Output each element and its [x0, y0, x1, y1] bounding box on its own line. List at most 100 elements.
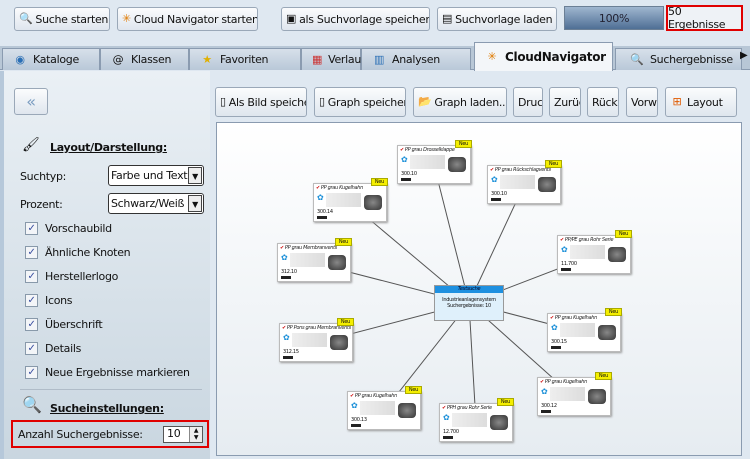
- back-button[interactable]: Zurück: [549, 87, 581, 117]
- manufacturer-logo-icon: ✿: [541, 387, 548, 396]
- suchtyp-label: Suchtyp:: [20, 170, 67, 183]
- tab-klassen[interactable]: @Klassen: [100, 48, 189, 70]
- tab-label: Verlauf: [328, 53, 365, 66]
- result-node[interactable]: PP grau Kugelhahn ✿ 300.13 Neu: [347, 386, 422, 430]
- part-preview-image: [328, 255, 346, 270]
- checkbox-label: Neue Ergebnisse markieren: [45, 366, 190, 379]
- print-button[interactable]: Drucken: [513, 87, 543, 117]
- result-node[interactable]: PP grau Rückschlagventil ✿ 300.10 Neu: [487, 160, 562, 204]
- manufacturer-logo-icon: ✿: [491, 175, 498, 184]
- part-preview-image: [598, 325, 616, 340]
- checkbox-label: Herstellerlogo: [45, 270, 119, 283]
- calendar-icon: ▦: [312, 52, 323, 66]
- new-badge: Neu: [544, 160, 562, 168]
- count-stepper[interactable]: 10▲▼: [163, 426, 203, 443]
- new-badge: Neu: [370, 178, 388, 186]
- new-badge: Neu: [594, 372, 612, 380]
- layout-heading: Layout/Darstellung:: [50, 141, 167, 154]
- part-preview-image: [608, 247, 626, 262]
- chevron-down-icon: ▼: [188, 195, 202, 212]
- part-preview-image: [490, 415, 508, 430]
- prozent-select[interactable]: Schwarz/Weiß▼: [108, 193, 204, 214]
- node-bar: [401, 178, 411, 181]
- suchtyp-select[interactable]: Farbe und Text▼: [108, 165, 204, 186]
- prozent-value: Schwarz/Weiß: [111, 197, 185, 210]
- node-title: PP grau Kugelhahn: [314, 184, 386, 192]
- result-node[interactable]: PP/PE grau Rohr Serie ✿ 11.700 Neu: [557, 230, 632, 274]
- save-template-button[interactable]: ▣als Suchvorlage speichern: [281, 7, 430, 31]
- checkbox-details[interactable]: ✓Details: [25, 342, 81, 355]
- undo-label: Rückgängig: [592, 95, 618, 109]
- node-number: 300.15: [551, 339, 567, 345]
- results-count: 50 Ergebnisse: [666, 5, 743, 31]
- result-node[interactable]: PP grau Drosselklappe ✿ 300.10 Neu: [397, 140, 472, 184]
- load-template-button[interactable]: ▤Suchvorlage laden: [437, 7, 557, 31]
- load-graph-label: Graph laden...: [434, 95, 507, 109]
- network-icon: ✳: [487, 50, 497, 63]
- checkbox-neue-ergebnisse[interactable]: ✓ Neue Ergebnisse markieren: [25, 366, 190, 379]
- image-icon: ▯: [220, 95, 226, 108]
- tab-verlauf[interactable]: ▦ Verlauf: [301, 48, 365, 70]
- collapse-panel-button[interactable]: «: [14, 88, 48, 115]
- node-bar: [561, 268, 571, 271]
- center-node-title: Textsuche: [435, 286, 503, 293]
- checkbox-herstellerlogo[interactable]: ✓Herstellerlogo: [25, 270, 118, 283]
- save-as-image-button[interactable]: ▯Als Bild speichern: [215, 87, 307, 117]
- node-title: PPH grau Rohr Serie: [440, 404, 512, 412]
- node-number: 312.15: [283, 349, 299, 355]
- node-bar: [317, 216, 327, 219]
- layout-button[interactable]: ⊞ Layout: [665, 87, 737, 117]
- node-number: 300.12: [541, 403, 557, 409]
- cloud-navigator-start-button[interactable]: ✳Cloud Navigator starten: [117, 7, 258, 31]
- manufacturer-logo-icon: ✿: [351, 401, 358, 410]
- node-details: [410, 155, 445, 169]
- node-title: PP grau Membranventil: [278, 244, 350, 252]
- node-title: PP grau Kugelhahn: [548, 314, 620, 322]
- tab-scroll-right-icon[interactable]: ▶: [740, 50, 748, 61]
- node-number: 312.10: [281, 269, 297, 275]
- result-node[interactable]: PP grau Kugelhahn ✿ 300.15 Neu: [547, 308, 622, 352]
- new-badge: Neu: [404, 386, 422, 394]
- new-badge: Neu: [334, 238, 352, 246]
- tab-suchergebnisse[interactable]: 🔍Suchergebnisse: [615, 48, 742, 70]
- result-node[interactable]: PPH grau Rohr Serie ✿ 12.700 Neu: [439, 398, 514, 442]
- load-template-label: Suchvorlage laden: [455, 12, 553, 26]
- undo-button[interactable]: Rückgängig: [587, 87, 619, 117]
- checkbox-ueberschrift[interactable]: ✓Überschrift: [25, 318, 103, 331]
- checkbox-vorschaubild[interactable]: ✓Vorschaubild: [25, 222, 112, 235]
- checkbox-label: Vorschaubild: [45, 222, 112, 235]
- tab-favoriten[interactable]: ★Favoriten: [189, 48, 301, 70]
- node-bar: [283, 356, 293, 359]
- hierarchy-icon: ⊞: [672, 95, 682, 108]
- result-node[interactable]: PP Pons grau Membranventil ✿ 312.15 Neu: [279, 318, 354, 362]
- stepper-arrows-icon[interactable]: ▲▼: [189, 427, 202, 442]
- tab-kataloge[interactable]: ◉Kataloge: [2, 48, 100, 70]
- layout-label: Layout: [687, 95, 723, 109]
- checkbox-icons[interactable]: ✓Icons: [25, 294, 73, 307]
- chevron-down-icon: ▼: [188, 167, 202, 184]
- checkbox-aehnliche-knoten[interactable]: ✓Ähnliche Knoten: [25, 246, 131, 259]
- new-badge: Neu: [336, 318, 354, 326]
- result-node[interactable]: PP grau Kugelhahn ✿ 300.12 Neu: [537, 372, 612, 416]
- tab-cloudnavigator[interactable]: ✳CloudNavigator: [474, 42, 613, 71]
- catalog-icon: ◉: [15, 52, 25, 66]
- load-graph-button[interactable]: 📂Graph laden...: [413, 87, 507, 117]
- manufacturer-logo-icon: ✿: [317, 193, 324, 202]
- save-graph-button[interactable]: ▯Graph speichern: [314, 87, 406, 117]
- node-details: [452, 413, 487, 427]
- forward-button[interactable]: Vorwärts: [626, 87, 658, 117]
- suchtyp-value: Farbe und Text: [111, 169, 188, 182]
- result-node[interactable]: PP grau Kugelhahn ✿ 300.14 Neu: [313, 178, 388, 222]
- tab-bar: ◉Kataloge @Klassen ★Favoriten ▦ Verlauf ▥…: [0, 42, 750, 71]
- node-bar: [541, 410, 551, 413]
- search-start-button[interactable]: 🔍Suche starten: [14, 7, 110, 31]
- save-template-icon: ▣: [286, 12, 297, 25]
- search-icon: 🔍: [19, 12, 33, 25]
- node-details: [560, 323, 595, 337]
- center-node-line2: Suchergebnisse: 10: [447, 303, 491, 309]
- result-node[interactable]: PP grau Membranventil ✿ 312.10 Neu: [277, 238, 352, 282]
- checkbox-check-icon: ✓: [25, 366, 38, 379]
- tab-analysen[interactable]: ▥Analysen: [361, 48, 471, 70]
